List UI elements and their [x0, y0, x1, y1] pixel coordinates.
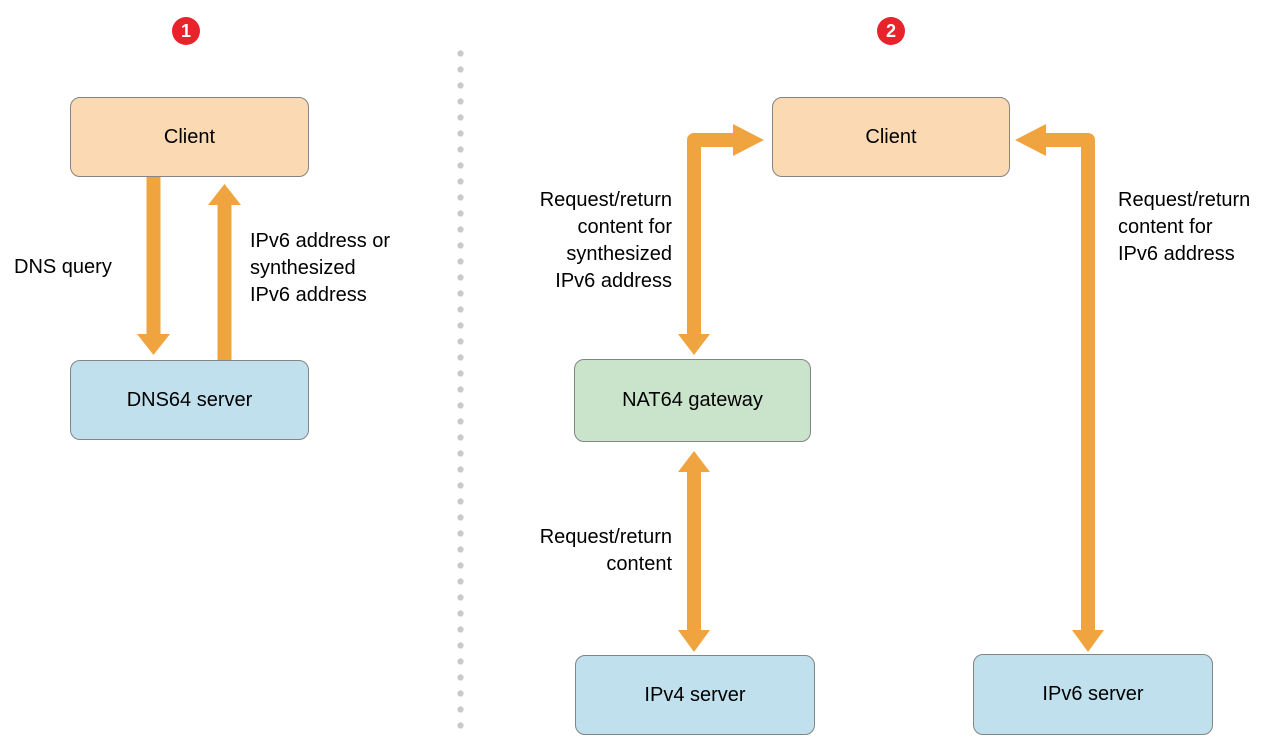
label-request-content: Request/return content [539, 526, 672, 575]
node-client-step1-label: Client [163, 125, 216, 148]
node-nat64-gateway-label: NAT64 gateway [622, 389, 763, 411]
step-2-badge: 2 [877, 17, 905, 45]
node-client-step2-label: Client [865, 125, 917, 148]
node-dns64-server-label: DNS64 server [126, 388, 253, 411]
node-ipv6-server: IPv6 server [973, 654, 1213, 735]
arrow-nat64-ipv4 [678, 451, 710, 652]
node-nat64-gateway: NAT64 gateway [574, 359, 811, 442]
node-ipv4-server: IPv4 server [575, 655, 815, 735]
node-client-step2: Client [772, 97, 1010, 177]
arrow-client-nat64 [678, 124, 764, 355]
label-dns-query: DNS query [14, 256, 112, 278]
node-dns64-server: DNS64 server [70, 360, 309, 440]
section-divider [457, 50, 464, 734]
arrow-dns-query [137, 177, 170, 355]
label-request-ipv6-address: Request/return content for IPv6 address [1118, 189, 1251, 265]
node-ipv6-server-label: IPv6 server [1042, 683, 1144, 705]
node-ipv4-server-label: IPv4 server [644, 683, 746, 706]
step-1-badge: 1 [172, 17, 200, 45]
arrow-ipv6-address-return [208, 184, 241, 360]
label-ipv6-address-or-synthesized: IPv6 address or synthesized IPv6 address [250, 230, 391, 306]
node-client-step1: Client [70, 97, 309, 177]
label-request-synthesized-ipv6: Request/return content for synthesized I… [539, 189, 672, 292]
arrow-client-ipv6 [1015, 124, 1104, 652]
